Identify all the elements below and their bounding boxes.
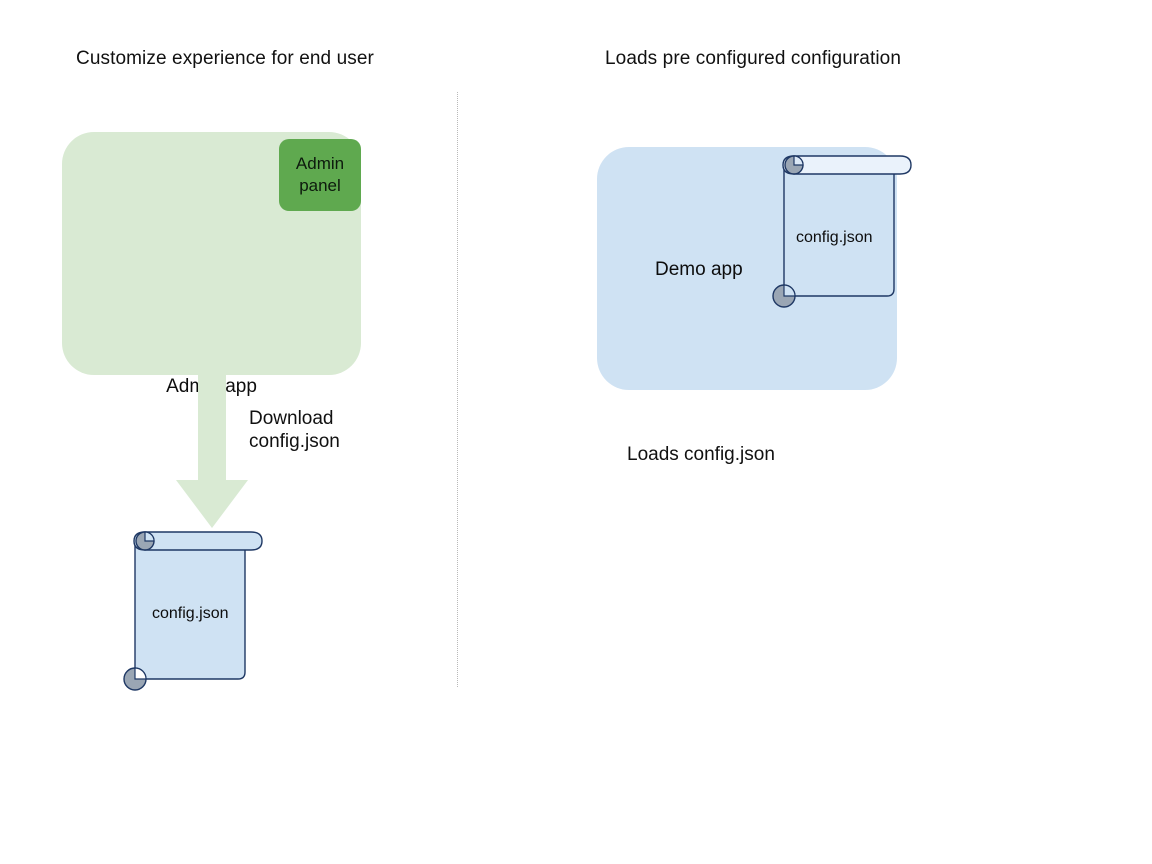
config-json-label-left: config.json bbox=[152, 605, 229, 622]
config-json-document-left[interactable] bbox=[118, 526, 266, 692]
admin-panel-badge[interactable]: Admin panel bbox=[279, 139, 361, 211]
download-arrow-label: Download config.json bbox=[249, 408, 340, 452]
column-divider bbox=[457, 92, 458, 687]
download-arrow-icon bbox=[176, 370, 248, 528]
loads-config-caption: Loads config.json bbox=[627, 444, 775, 465]
config-json-label-right: config.json bbox=[796, 229, 873, 246]
config-json-document-right[interactable] bbox=[767, 150, 915, 309]
admin-panel-label: Admin panel bbox=[295, 154, 345, 195]
left-column-title: Customize experience for end user bbox=[76, 48, 374, 69]
demo-app-box[interactable] bbox=[597, 147, 897, 390]
demo-app-label: Demo app bbox=[655, 259, 743, 280]
right-column-title: Loads pre configured configuration bbox=[605, 48, 901, 69]
